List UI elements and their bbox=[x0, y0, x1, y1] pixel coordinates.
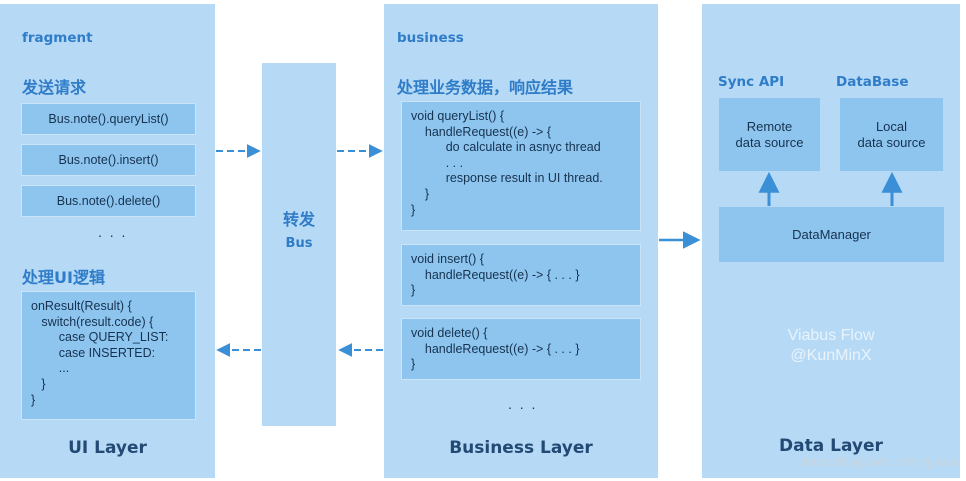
business-label: business bbox=[397, 30, 464, 46]
bus-title-en: Bus bbox=[285, 236, 313, 251]
bus-panel bbox=[262, 63, 336, 426]
sync-api-label: Sync API bbox=[718, 74, 785, 90]
request-query-list: Bus.note().queryList() bbox=[21, 103, 196, 135]
viabus-watermark: Viabus Flow @KunMinX bbox=[787, 327, 875, 364]
business-layer-panel bbox=[384, 4, 658, 478]
local-data-source: Local data source bbox=[840, 98, 943, 171]
remote-data-source: Remote data source bbox=[719, 98, 820, 171]
data-manager: DataManager bbox=[719, 207, 944, 262]
business-heading: 处理业务数据，响应结果 bbox=[397, 78, 574, 97]
fragment-label: fragment bbox=[22, 30, 93, 46]
bus-title-cn: 转发 bbox=[282, 210, 315, 229]
request-delete: Bus.note().delete() bbox=[21, 185, 196, 217]
ui-ellipsis: . . . bbox=[98, 224, 128, 240]
method-query-list: void queryList() { handleRequest((e) -> … bbox=[401, 101, 641, 231]
business-layer-title: Business Layer bbox=[449, 438, 593, 458]
method-delete: void delete() { handleRequest((e) -> { .… bbox=[401, 318, 641, 380]
request-insert: Bus.note().insert() bbox=[21, 144, 196, 176]
ui-layer-title: UI Layer bbox=[68, 438, 147, 458]
source-url-watermark: https://blog.csdn.net/hejjunlin bbox=[803, 455, 958, 469]
database-label: DataBase bbox=[836, 74, 909, 90]
send-request-heading: 发送请求 bbox=[22, 78, 87, 97]
business-ellipsis: . . . bbox=[508, 396, 538, 412]
on-result-code: onResult(Result) { switch(result.code) {… bbox=[21, 291, 196, 420]
ui-logic-heading: 处理UI逻辑 bbox=[22, 268, 105, 287]
method-insert: void insert() { handleRequest((e) -> { .… bbox=[401, 244, 641, 306]
data-layer-title: Data Layer bbox=[779, 436, 883, 456]
